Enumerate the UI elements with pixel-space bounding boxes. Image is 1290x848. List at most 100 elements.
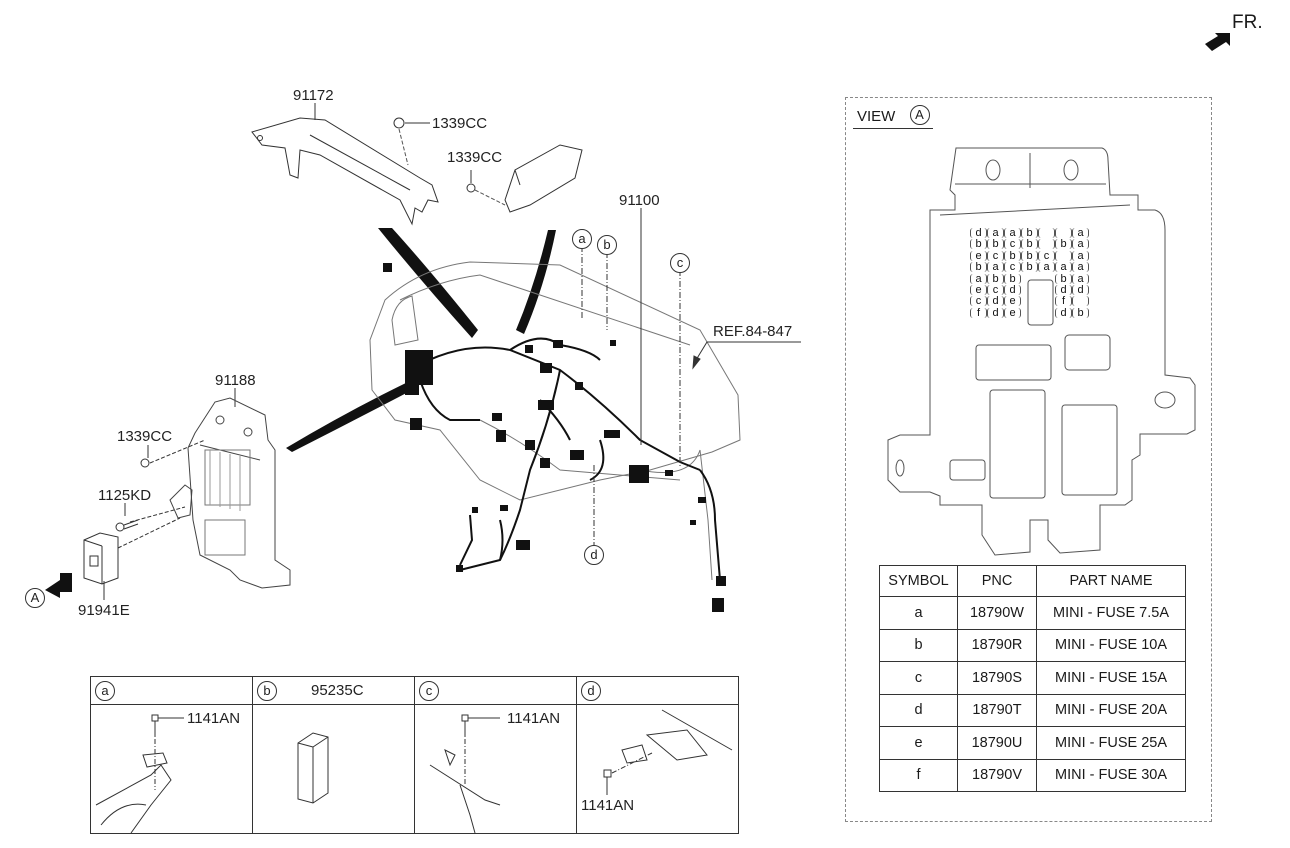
- detail-marker-b[interactable]: b: [597, 235, 617, 255]
- cell-pnc: 18790W: [957, 596, 1037, 630]
- harness-sweep: [378, 228, 478, 338]
- fuse-slot: e: [970, 285, 987, 296]
- cell-pnc: 18790R: [957, 628, 1037, 662]
- fuse-slot: a: [1055, 262, 1072, 273]
- view-marker-a[interactable]: A: [25, 588, 45, 608]
- fuse-slot: a: [1072, 273, 1089, 284]
- cell-part-name: MINI - FUSE 20A: [1036, 693, 1186, 727]
- fuse-slot: b: [1021, 239, 1038, 250]
- fuse-slot: a: [1072, 228, 1089, 239]
- part-label-1141an: 1141AN: [187, 710, 241, 727]
- fuse-slot: b: [1072, 307, 1089, 318]
- fuse-slot: b: [1021, 250, 1038, 261]
- harness-sweep: [286, 380, 416, 452]
- fuse-box-drawing: [887, 147, 1196, 556]
- view-a-title: VIEW A: [857, 105, 930, 127]
- cell-symbol: d: [879, 693, 958, 727]
- connectors: [383, 263, 726, 612]
- cell-part-name: MINI - FUSE 30A: [1036, 758, 1186, 792]
- fuse-slot: b: [1021, 228, 1038, 239]
- part-label-1141an: 1141AN: [507, 710, 561, 727]
- fuse-slot: a: [1004, 228, 1021, 239]
- detail-body-c: 1141AN: [414, 704, 577, 834]
- callout-1339cc-top: 1339CC: [432, 115, 488, 132]
- detail-marker-c[interactable]: c: [670, 253, 690, 273]
- cell-pnc: 18790T: [957, 693, 1037, 727]
- callout-91100: 91100: [619, 192, 660, 209]
- nut-icon: [393, 117, 405, 129]
- fuse-slot: b: [970, 239, 987, 250]
- part-label-95235c: 95235C: [311, 682, 364, 699]
- detail-body-a: 1141AN: [90, 704, 253, 834]
- fuse-slot: f: [1055, 296, 1072, 307]
- fuse-slot: c: [1004, 239, 1021, 250]
- detail-a-drawing: [95, 714, 184, 833]
- dashboard-outline: [369, 261, 741, 581]
- front-arrow-icon: [1205, 33, 1230, 51]
- callout-1125kd: 1125KD: [98, 487, 152, 504]
- cell-symbol: b: [879, 628, 958, 662]
- fuse-slot: d: [1055, 285, 1072, 296]
- callout-91941e: 91941E: [78, 602, 130, 619]
- nut-icon: [140, 458, 150, 468]
- fuse-slot: c: [1038, 250, 1055, 261]
- part-label-1141an: 1141AN: [581, 797, 635, 814]
- view-marker: A: [909, 105, 930, 125]
- fuse-slot: e: [1004, 296, 1021, 307]
- fuse-slot: a: [1072, 250, 1089, 261]
- detail-views-table: a b 95235C c d 1141AN: [90, 676, 739, 834]
- header-part-name: PART NAME: [1036, 565, 1186, 597]
- detail-header-d: d: [576, 676, 739, 705]
- detail-header-b: b 95235C: [252, 676, 415, 705]
- fuse-slot: [1038, 239, 1055, 250]
- header-pnc: PNC: [957, 565, 1037, 597]
- fuse-slot: c: [970, 296, 987, 307]
- callout-1339cc-mid: 1339CC: [447, 149, 503, 166]
- fuse-slot: c: [1004, 262, 1021, 273]
- fuse-slot: b: [1004, 273, 1021, 284]
- detail-marker-d[interactable]: d: [584, 545, 604, 565]
- fuse-slot: d: [987, 296, 1004, 307]
- leader-lines: [103, 208, 801, 600]
- bolt-icon: [115, 519, 139, 532]
- fuse-slot: b: [1055, 239, 1072, 250]
- cell-pnc: 18790V: [957, 758, 1037, 792]
- fuse-slot: b: [1055, 273, 1072, 284]
- detail-marker-a[interactable]: a: [572, 229, 592, 249]
- callout-ref-84-847: REF.84-847: [713, 323, 793, 340]
- harness-sweep: [516, 230, 556, 334]
- fuse-slot: b: [987, 239, 1004, 250]
- front-label: FR.: [1232, 12, 1263, 33]
- fuse-slot: c: [987, 250, 1004, 261]
- fuse-slot: f: [970, 307, 987, 318]
- cell-symbol: a: [879, 596, 958, 630]
- fuse-slot: e: [1004, 307, 1021, 318]
- bolt-icon: [151, 714, 159, 722]
- view-arrow-icon: [45, 573, 72, 598]
- callout-1339cc-left: 1339CC: [117, 428, 173, 445]
- fuse-slot: a: [1072, 239, 1089, 250]
- relay-95235c-drawing: [297, 732, 329, 804]
- fuse-slot: a: [987, 228, 1004, 239]
- callout-91172: 91172: [293, 87, 334, 104]
- callout-91188: 91188: [215, 372, 256, 389]
- fuse-slot: d: [987, 307, 1004, 318]
- detail-marker-b: b: [257, 681, 277, 701]
- fuse-slot: a: [987, 262, 1004, 273]
- fuse-slot: a: [970, 273, 987, 284]
- fuse-slot: b: [1021, 262, 1038, 273]
- fuse-slot: [1038, 228, 1055, 238]
- detail-marker-c: c: [419, 681, 439, 701]
- fuse-slot: d: [1055, 307, 1072, 318]
- fuse-slot: [1055, 228, 1072, 238]
- cell-part-name: MINI - FUSE 25A: [1036, 726, 1186, 760]
- bracket-91172-drawing: [251, 117, 439, 226]
- bolt-icon: [461, 714, 469, 722]
